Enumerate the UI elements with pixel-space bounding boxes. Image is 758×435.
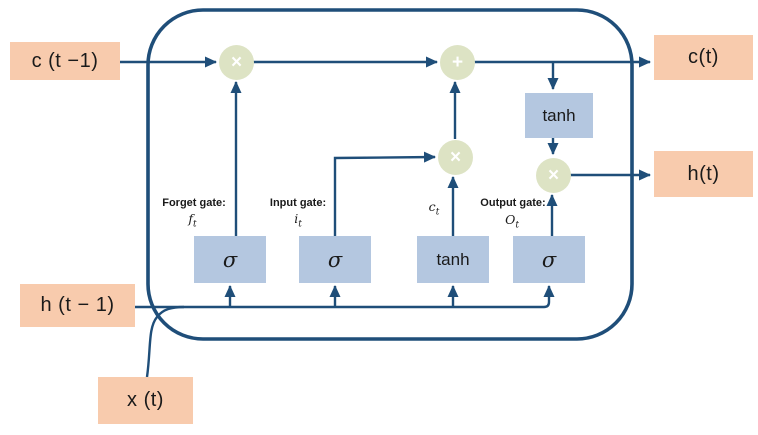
- forget-gate-label: Forget gate:: [162, 197, 226, 209]
- edge-xin-to-bus: [145, 305, 185, 378]
- output-multiply-node: ×: [536, 158, 571, 193]
- multiply-icon: ×: [449, 147, 462, 168]
- forget-multiply-node: ×: [219, 45, 254, 80]
- input-box-x: x (t): [98, 377, 193, 424]
- output-box-c: c(t): [654, 35, 753, 80]
- input-gate-symbol: it: [294, 211, 302, 230]
- input-box-h-prev: h (t − 1): [20, 284, 135, 327]
- cell-add-node: +: [440, 45, 475, 80]
- output-gate-symbol: Ot: [505, 212, 519, 231]
- multiply-icon: ×: [547, 165, 560, 186]
- edge-input-to-mult2: [333, 151, 436, 236]
- input-box-c-prev: c (t −1): [10, 42, 120, 80]
- input-gate-sigma-box: σ: [299, 236, 371, 283]
- output-gate-sigma-box: σ: [513, 236, 585, 283]
- output-box-h: h(t): [654, 151, 753, 197]
- forget-gate-symbol: ft: [188, 211, 197, 230]
- input-gate-label: Input gate:: [269, 197, 327, 209]
- forget-gate-sigma-box: σ: [194, 236, 266, 283]
- multiply-icon: ×: [230, 52, 243, 73]
- candidate-symbol: ct: [428, 199, 440, 218]
- output-gate-label: Output gate:: [480, 197, 546, 209]
- edge-hprev-bus: [135, 285, 555, 309]
- input-multiply-node: ×: [438, 140, 473, 175]
- plus-icon: +: [451, 52, 464, 73]
- candidate-tanh-box: tanh: [417, 236, 489, 283]
- cell-output-tanh-box: tanh: [525, 93, 593, 138]
